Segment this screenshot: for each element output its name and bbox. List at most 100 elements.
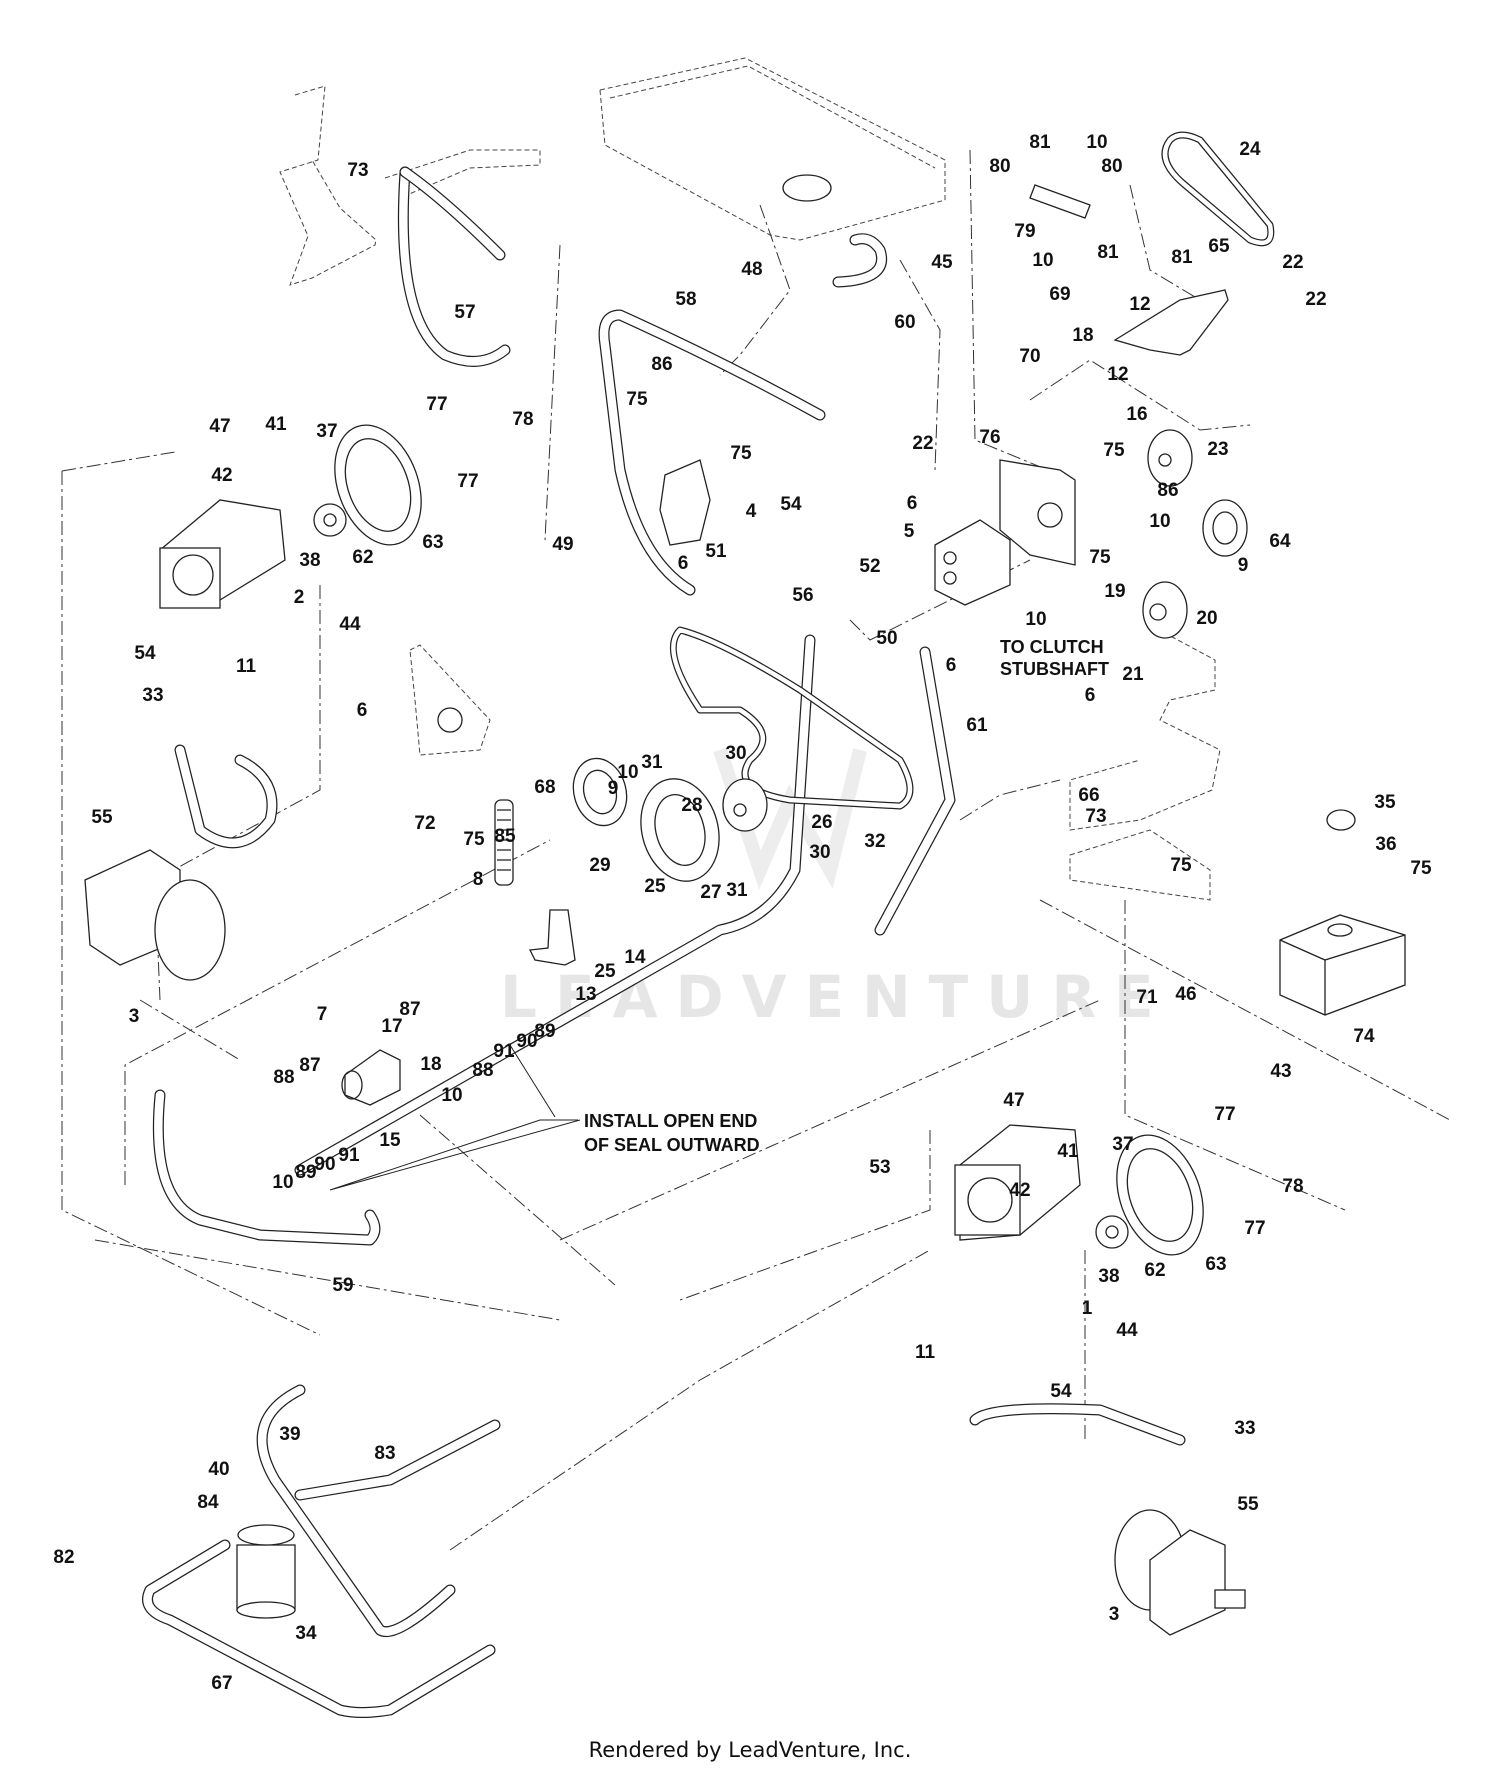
note-line: STUBSHAFT bbox=[1000, 659, 1109, 679]
callout-37: 37 bbox=[316, 421, 337, 442]
callout-64: 64 bbox=[1269, 531, 1291, 552]
note-line: TO CLUTCH bbox=[1000, 637, 1104, 657]
callout-78: 78 bbox=[512, 409, 533, 430]
hose-61 bbox=[874, 646, 956, 936]
callout-9: 9 bbox=[1238, 555, 1249, 576]
wheel-motor-3-right bbox=[1114, 1509, 1246, 1636]
callout-4: 4 bbox=[746, 501, 757, 522]
cap-35 bbox=[1326, 809, 1356, 831]
seal-housing-7 bbox=[341, 1049, 401, 1106]
callout-20: 20 bbox=[1196, 608, 1217, 629]
callout-55: 55 bbox=[91, 807, 113, 828]
callout-90: 90 bbox=[314, 1154, 335, 1175]
callout-85: 85 bbox=[494, 826, 516, 847]
callout-81: 81 bbox=[1097, 242, 1119, 263]
callout-16: 16 bbox=[1126, 404, 1147, 425]
callout-47: 47 bbox=[1003, 1090, 1024, 1111]
callout-3: 3 bbox=[1109, 1604, 1120, 1625]
callout-30: 30 bbox=[725, 743, 746, 764]
callout-26: 26 bbox=[811, 812, 832, 833]
pulley-16 bbox=[1147, 429, 1193, 487]
callout-24: 24 bbox=[1239, 139, 1261, 160]
callout-63: 63 bbox=[422, 532, 443, 553]
callout-33: 33 bbox=[1234, 1418, 1255, 1439]
callout-10: 10 bbox=[1025, 609, 1046, 630]
callout-87: 87 bbox=[399, 999, 420, 1020]
valve-4 bbox=[659, 459, 711, 546]
callout-75: 75 bbox=[1089, 547, 1111, 568]
callout-38: 38 bbox=[299, 550, 320, 571]
arm-13 bbox=[529, 909, 576, 966]
callout-43: 43 bbox=[1270, 1061, 1291, 1082]
pulley-64 bbox=[1202, 499, 1248, 557]
callout-37: 37 bbox=[1112, 1134, 1133, 1155]
callout-86: 86 bbox=[1157, 480, 1178, 501]
callout-29: 29 bbox=[589, 855, 610, 876]
frame-bracket-upper-left bbox=[279, 85, 541, 286]
tube-32 bbox=[294, 634, 816, 1176]
callout-6: 6 bbox=[946, 655, 957, 676]
callout-50: 50 bbox=[876, 628, 897, 649]
hose-83 bbox=[256, 1384, 501, 1638]
callout-17: 17 bbox=[381, 1016, 402, 1037]
hub-62-right bbox=[1095, 1215, 1129, 1249]
callout-88: 88 bbox=[472, 1060, 493, 1081]
callout-73: 73 bbox=[347, 160, 368, 181]
callout-88: 88 bbox=[273, 1067, 294, 1088]
hose-58 bbox=[598, 309, 826, 596]
callout-14: 14 bbox=[624, 947, 646, 968]
hose-33-left bbox=[174, 744, 278, 849]
frame-bracket-right bbox=[1069, 624, 1221, 901]
callout-80: 80 bbox=[989, 156, 1010, 177]
callout-54: 54 bbox=[780, 494, 802, 515]
callout-83: 83 bbox=[374, 1443, 395, 1464]
pump-2 bbox=[159, 499, 286, 609]
callout-58: 58 bbox=[675, 289, 696, 310]
callout-48: 48 bbox=[741, 259, 762, 280]
callout-87: 87 bbox=[299, 1055, 320, 1076]
callout-8: 8 bbox=[473, 869, 484, 890]
callout-67: 67 bbox=[211, 1673, 232, 1694]
callout-89: 89 bbox=[295, 1162, 316, 1183]
callout-6: 6 bbox=[1085, 685, 1096, 706]
pulley-63-left bbox=[334, 424, 422, 546]
callout-22: 22 bbox=[1305, 289, 1326, 310]
callout-25: 25 bbox=[594, 961, 616, 982]
callout-63: 63 bbox=[1205, 1254, 1226, 1275]
callout-11: 11 bbox=[236, 656, 257, 677]
callout-55: 55 bbox=[1237, 1494, 1259, 1515]
callout-82: 82 bbox=[53, 1547, 74, 1568]
callout-53: 53 bbox=[869, 1157, 890, 1178]
callout-84: 84 bbox=[197, 1492, 219, 1513]
callout-49: 49 bbox=[552, 534, 573, 555]
callout-40: 40 bbox=[208, 1459, 229, 1480]
spring-85 bbox=[494, 799, 514, 886]
note-to-clutch-stubshaft: TO CLUTCH STUBSHAFT bbox=[1000, 637, 1109, 679]
hose-60 bbox=[832, 233, 887, 288]
callout-31: 31 bbox=[726, 880, 748, 901]
hub-62-left bbox=[313, 503, 347, 537]
mount-plate-ghost bbox=[409, 644, 491, 756]
callout-62: 62 bbox=[352, 547, 373, 568]
spring-79 bbox=[1029, 184, 1091, 219]
callout-15: 15 bbox=[379, 1130, 401, 1151]
callout-12: 12 bbox=[1129, 294, 1150, 315]
callout-77: 77 bbox=[426, 394, 447, 415]
radiator-cap-icon bbox=[782, 174, 832, 202]
callout-35: 35 bbox=[1374, 792, 1396, 813]
callout-75: 75 bbox=[626, 389, 648, 410]
callout-38: 38 bbox=[1098, 1266, 1119, 1287]
hose-33-right bbox=[969, 1403, 1186, 1446]
callout-76: 76 bbox=[979, 427, 1000, 448]
callout-54: 54 bbox=[1050, 1381, 1072, 1402]
callout-46: 46 bbox=[1175, 984, 1196, 1005]
note-install-seal: INSTALL OPEN END OF SEAL OUTWARD bbox=[329, 1044, 760, 1191]
footer-credit: Rendered by LeadVenture, Inc. bbox=[588, 1738, 912, 1762]
callout-78: 78 bbox=[1282, 1176, 1303, 1197]
callout-59: 59 bbox=[332, 1275, 353, 1296]
callout-10: 10 bbox=[1032, 250, 1053, 271]
callout-57: 57 bbox=[454, 302, 475, 323]
callout-33: 33 bbox=[142, 685, 163, 706]
